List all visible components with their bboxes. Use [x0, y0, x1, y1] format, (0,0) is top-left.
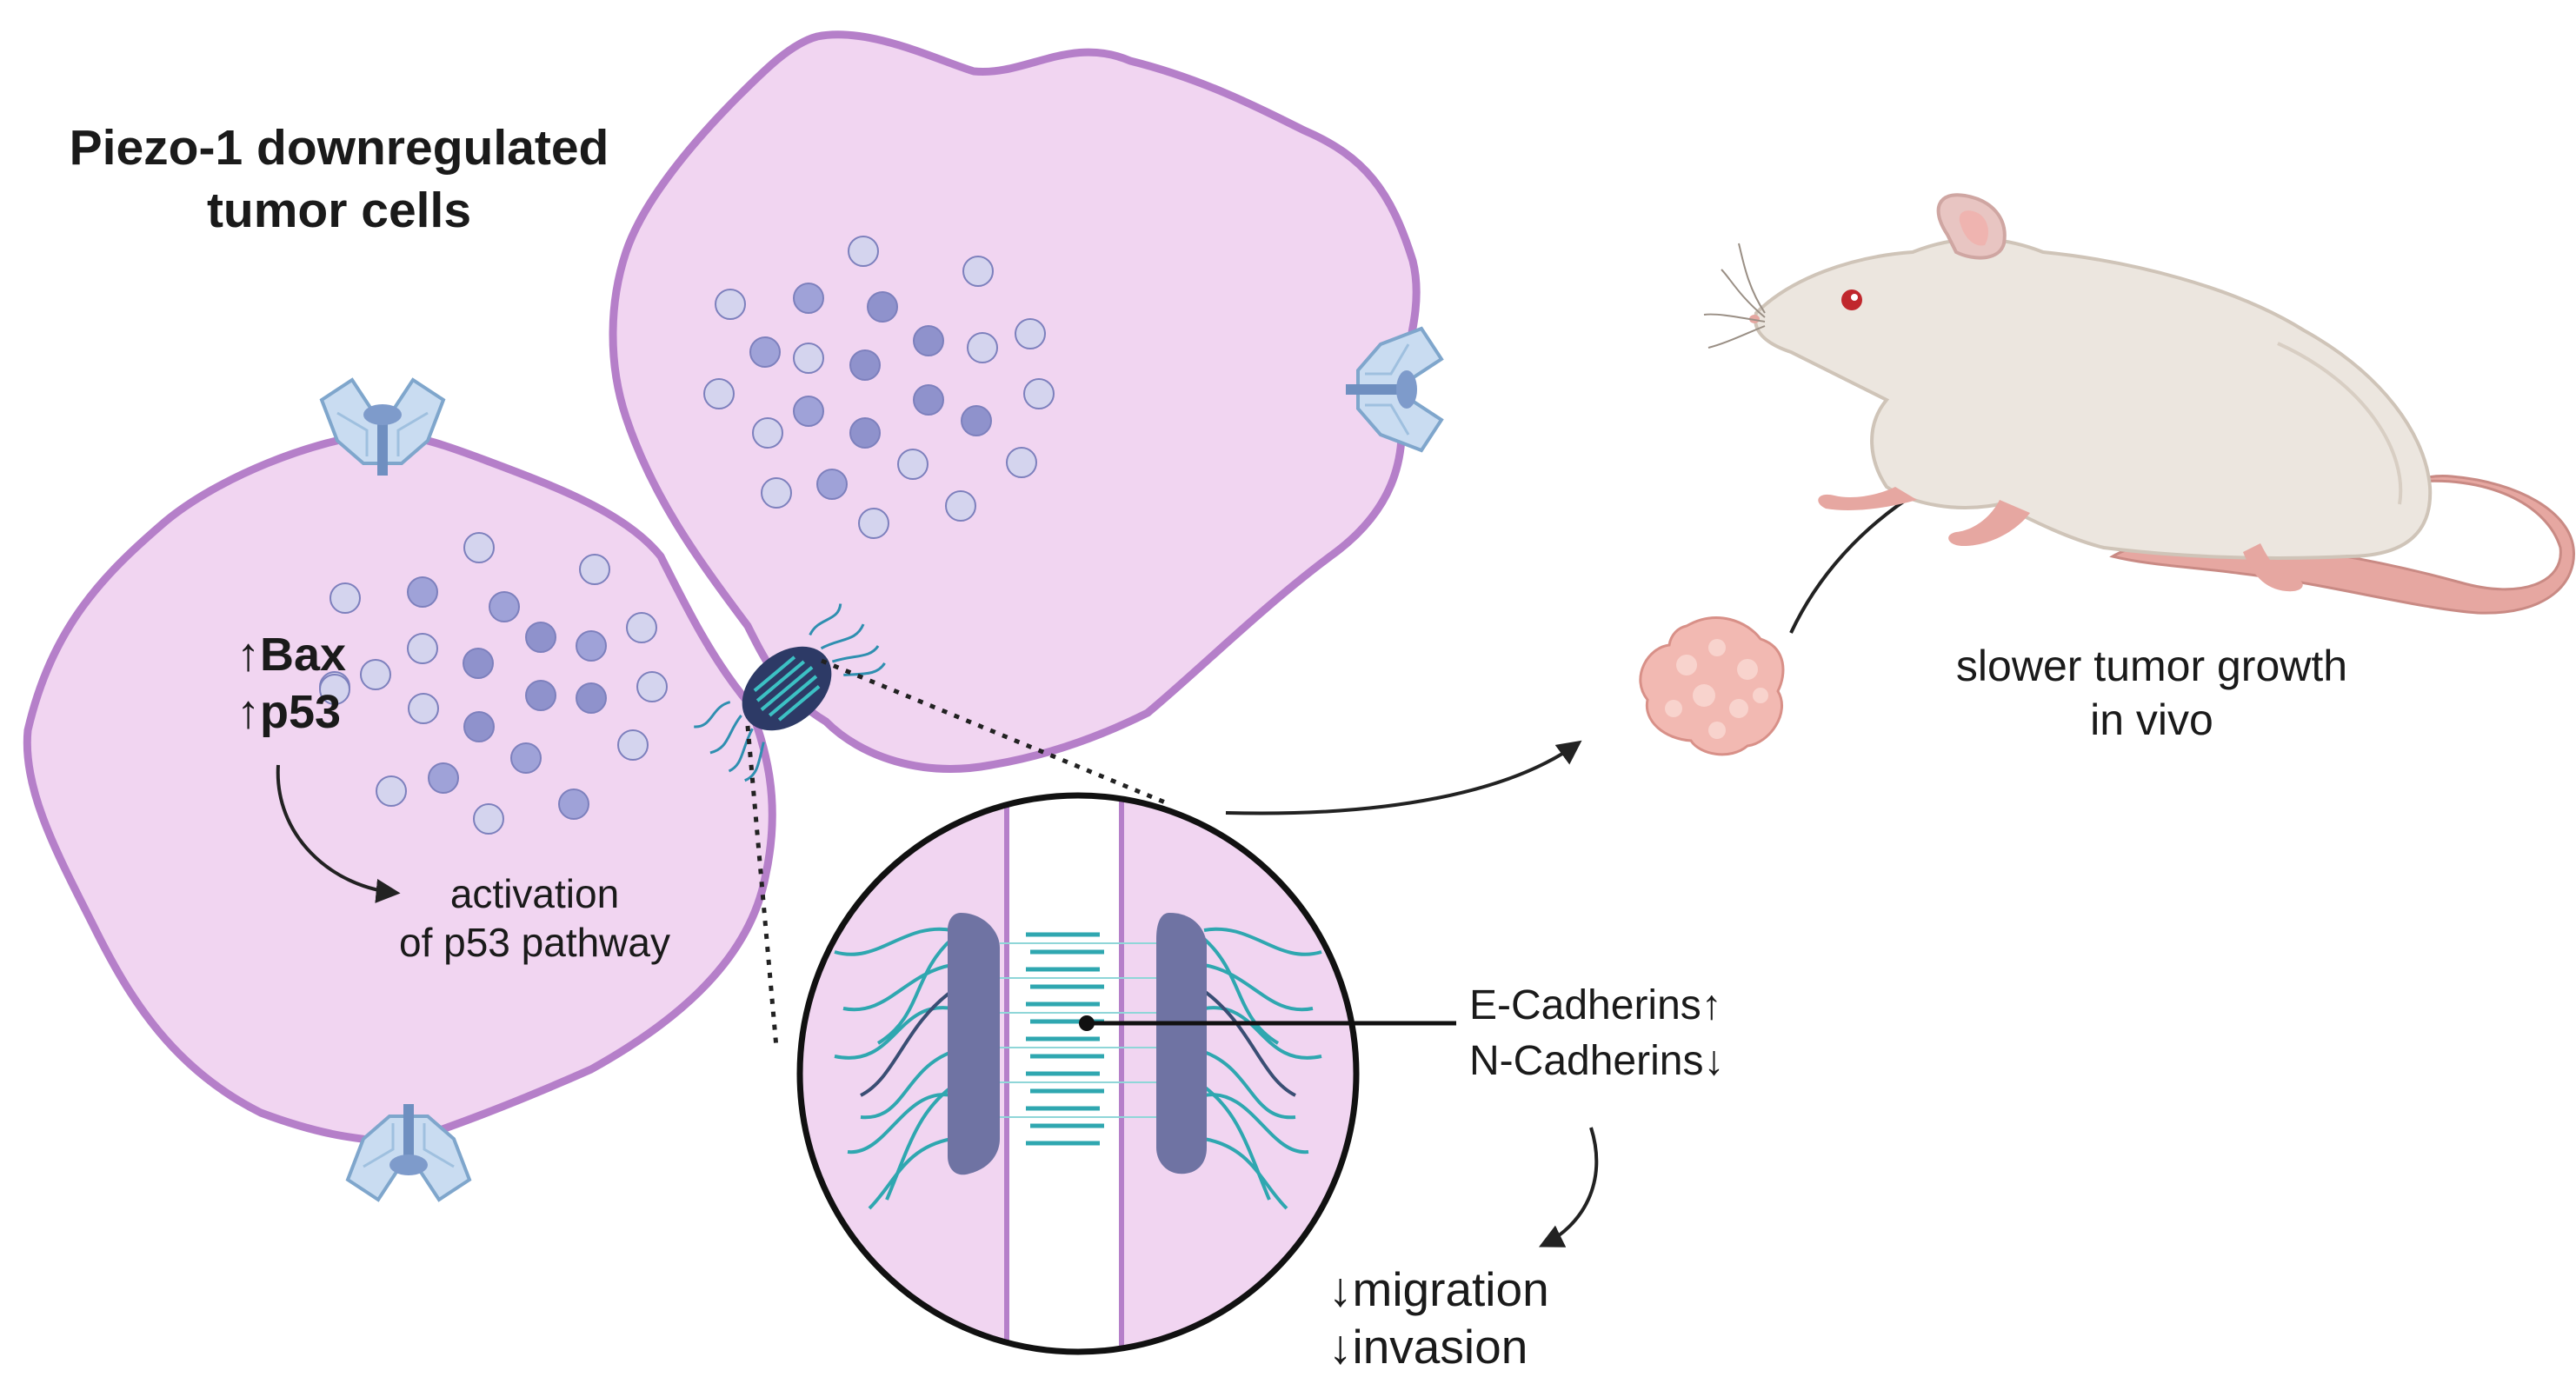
- e-cadherin-label: E-Cadherins↑: [1469, 982, 1722, 1028]
- pathway-line-1: activation: [449, 871, 620, 916]
- pathway-label: activation of p53 pathway: [383, 869, 687, 967]
- title-line-1: Piezo-1 downregulated: [69, 120, 609, 176]
- vesicles-upper-cell: [703, 236, 1055, 539]
- zoom-line-lower: [745, 725, 779, 1048]
- in-vivo-line-1: slower tumor growth: [1955, 642, 2348, 690]
- in-vivo-line-2: in vivo: [2090, 695, 2213, 744]
- cadherin-labels: E-Cadherins↑ N-Cadherins↓: [1469, 978, 1724, 1089]
- cell-marker-labels: ↑Bax ↑p53: [236, 626, 346, 741]
- tumor-cell-upper-right: [609, 30, 1421, 773]
- n-cadherin-label: N-Cadherins↓: [1469, 1038, 1725, 1084]
- mouse-icon: [1703, 193, 2575, 615]
- zoom-junction-detail: [796, 792, 1360, 1355]
- pathway-line-2: of p53 pathway: [398, 920, 670, 965]
- bax-label: ↑Bax: [236, 629, 347, 681]
- cadherin-pointer-dot: [1079, 1015, 1095, 1031]
- adherens-junction-icon: [694, 603, 886, 782]
- effects-labels: ↓migration ↓invasion: [1328, 1261, 1549, 1375]
- invasion-label: ↓invasion: [1328, 1320, 1528, 1374]
- arrow-to-effects: [1538, 1127, 1599, 1248]
- arrow-to-pathway: [276, 764, 401, 903]
- diagram-title: Piezo-1 downregulated tumor cells: [17, 116, 661, 242]
- tumor-icon: [1639, 616, 1785, 756]
- p53-label: ↑p53: [236, 686, 342, 738]
- title-line-2: tumor cells: [206, 183, 472, 238]
- zoom-line-upper: [821, 658, 1170, 807]
- in-vivo-label: slower tumor growth in vivo: [1869, 639, 2434, 747]
- arrow-to-tumor: [1225, 740, 1582, 815]
- vesicles-lower-cell: [319, 532, 668, 835]
- migration-label: ↓migration: [1328, 1262, 1549, 1316]
